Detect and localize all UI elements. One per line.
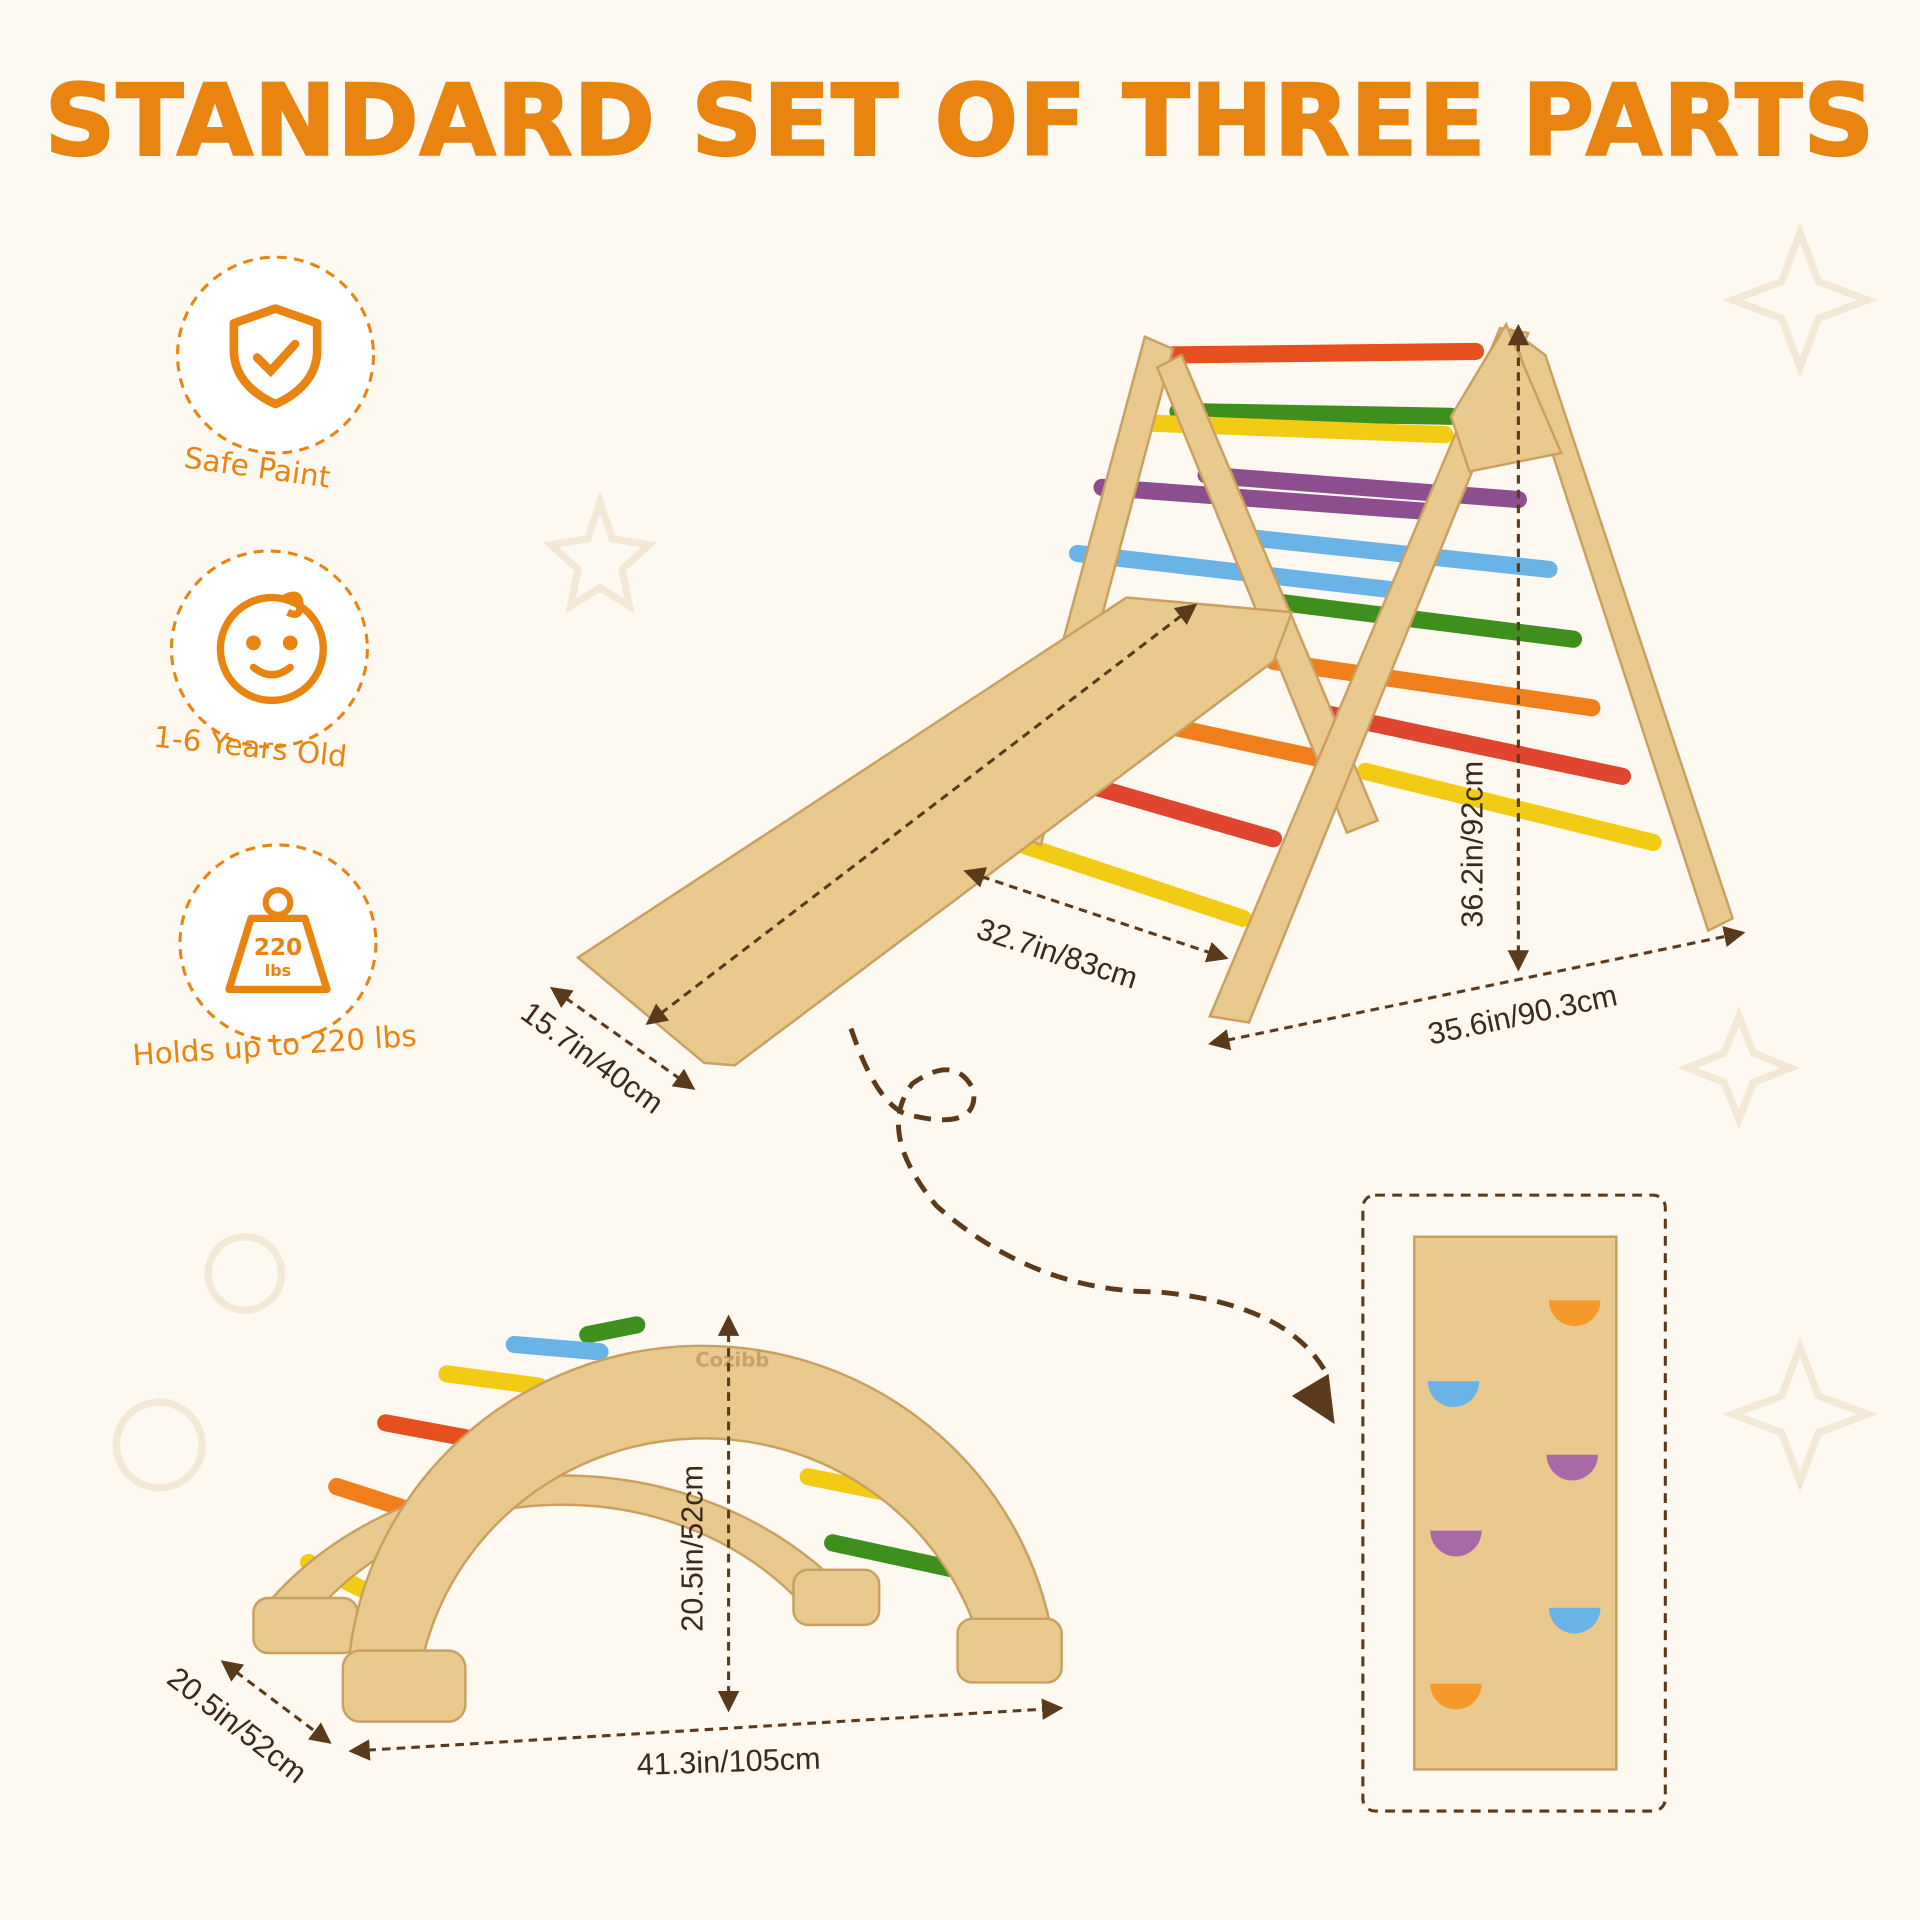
baby-face-icon [216,591,327,705]
pikler-triangle-image [575,321,1735,1067]
dimension-lines [220,323,1746,1761]
transform-arrow [848,1027,1331,1379]
triangle-height-label: 36.2in/92cm [1455,760,1490,928]
svg-text:lbs: lbs [265,961,291,980]
svg-text:220: 220 [254,934,303,961]
weight-icon: 220 lbs [225,887,331,994]
brand-logo: Cozibb [695,1349,769,1372]
page-title: STANDARD SET OF THREE PARTS [44,62,1876,178]
background-stars [112,222,1878,1493]
badge-safe-paint [176,255,376,455]
badge-weight: 220 lbs [178,843,378,1043]
arch-height-label: 20.5in/52cm [675,1464,710,1632]
badge-age [169,549,369,749]
climbing-board-image [1361,1193,1667,1813]
triangle-rungs [995,342,1662,927]
climbing-arch-image: Cozibb [252,1316,1063,1723]
shield-check-icon [229,304,322,409]
arch-length-label: 41.3in/105cm [636,1741,822,1783]
